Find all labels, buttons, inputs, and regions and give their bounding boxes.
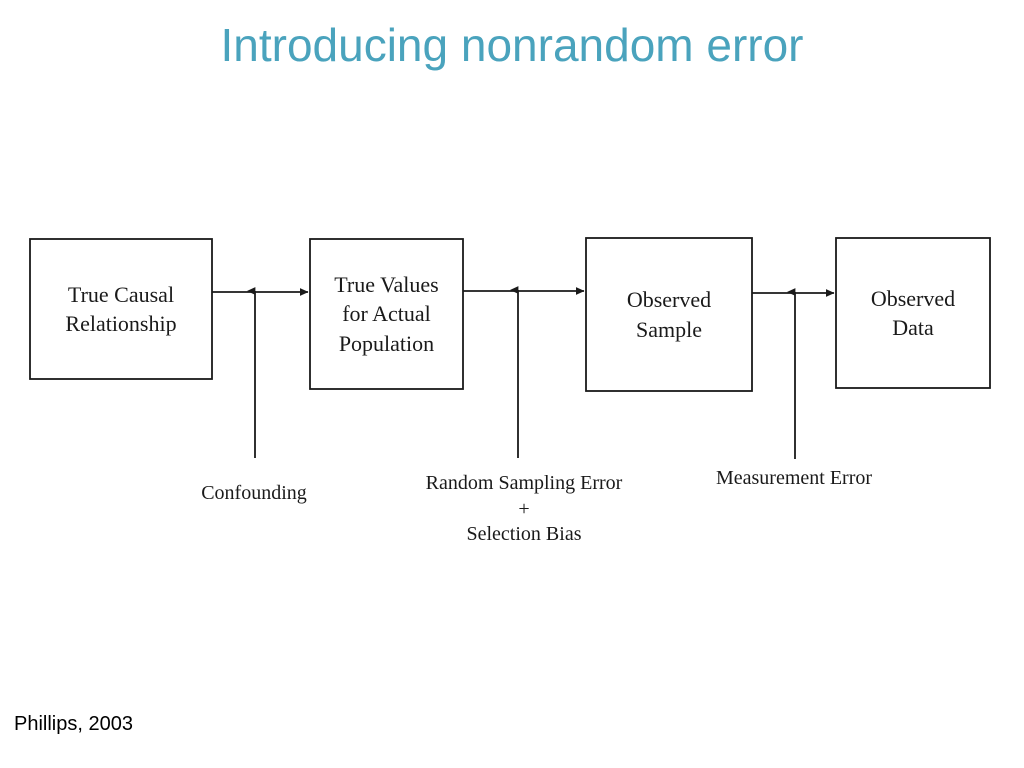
node-box-true-values-for-actual-population (309, 238, 464, 390)
node-box-observed-data (835, 237, 991, 389)
node-box-observed-sample (585, 237, 753, 392)
node-box-true-causal-relationship (29, 238, 213, 380)
page-title: Introducing nonrandom error (220, 19, 804, 71)
edge-label-measurement-error: Measurement Error (715, 467, 873, 489)
edge-label-confounding: Confounding (201, 482, 307, 504)
source-citation: Phillips, 2003 (14, 713, 133, 735)
edge-label-random-sampling-error-selection-bias: Random Sampling Error + Selection Bias (425, 472, 623, 546)
